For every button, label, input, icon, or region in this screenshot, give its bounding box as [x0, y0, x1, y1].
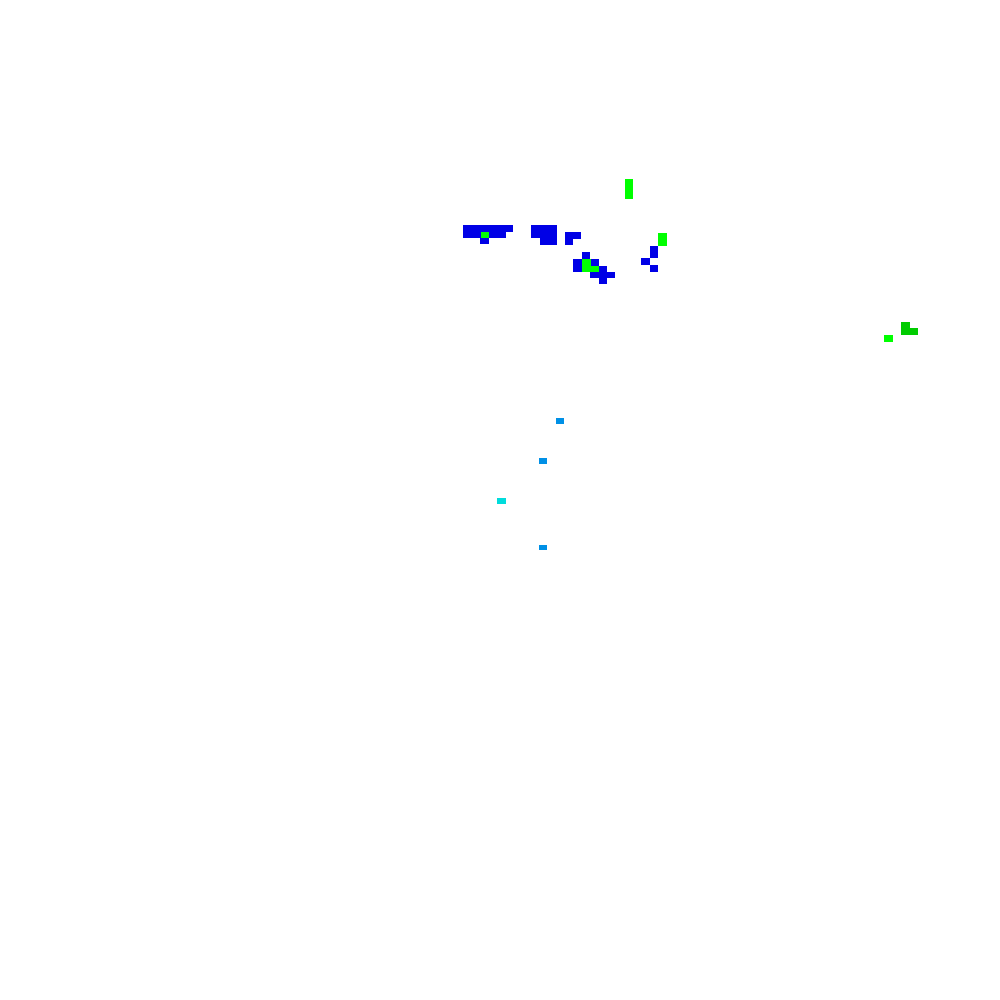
blue-dots-south [539, 418, 564, 550]
green-marks-center [582, 259, 599, 272]
green-pixel [910, 328, 918, 335]
blue-block [599, 278, 607, 284]
green-pixel [625, 179, 633, 199]
green-pixel [884, 335, 893, 342]
blue-block [582, 252, 590, 259]
blue-block [650, 246, 658, 258]
sky-blue-dot [539, 458, 547, 464]
cyan-dot-south [497, 498, 506, 504]
green-pixel [582, 266, 599, 272]
blue-block [463, 225, 513, 232]
blue-block [565, 232, 581, 239]
blue-block [565, 239, 573, 245]
blue-block [480, 238, 489, 244]
blue-block [641, 258, 650, 265]
blue-cluster-east [641, 246, 658, 272]
sky-blue-dot [556, 418, 564, 424]
green-pixel [582, 259, 591, 266]
blue-block [650, 265, 658, 272]
blue-block [531, 225, 557, 238]
green-marks-far-east [884, 322, 918, 342]
green-pixel [481, 232, 489, 238]
sky-blue-dot [539, 545, 547, 550]
blue-block [540, 238, 557, 245]
green-marks-north [625, 179, 667, 246]
green-pixel [658, 233, 667, 246]
blue-block [590, 272, 615, 278]
green-pixel [901, 322, 910, 335]
